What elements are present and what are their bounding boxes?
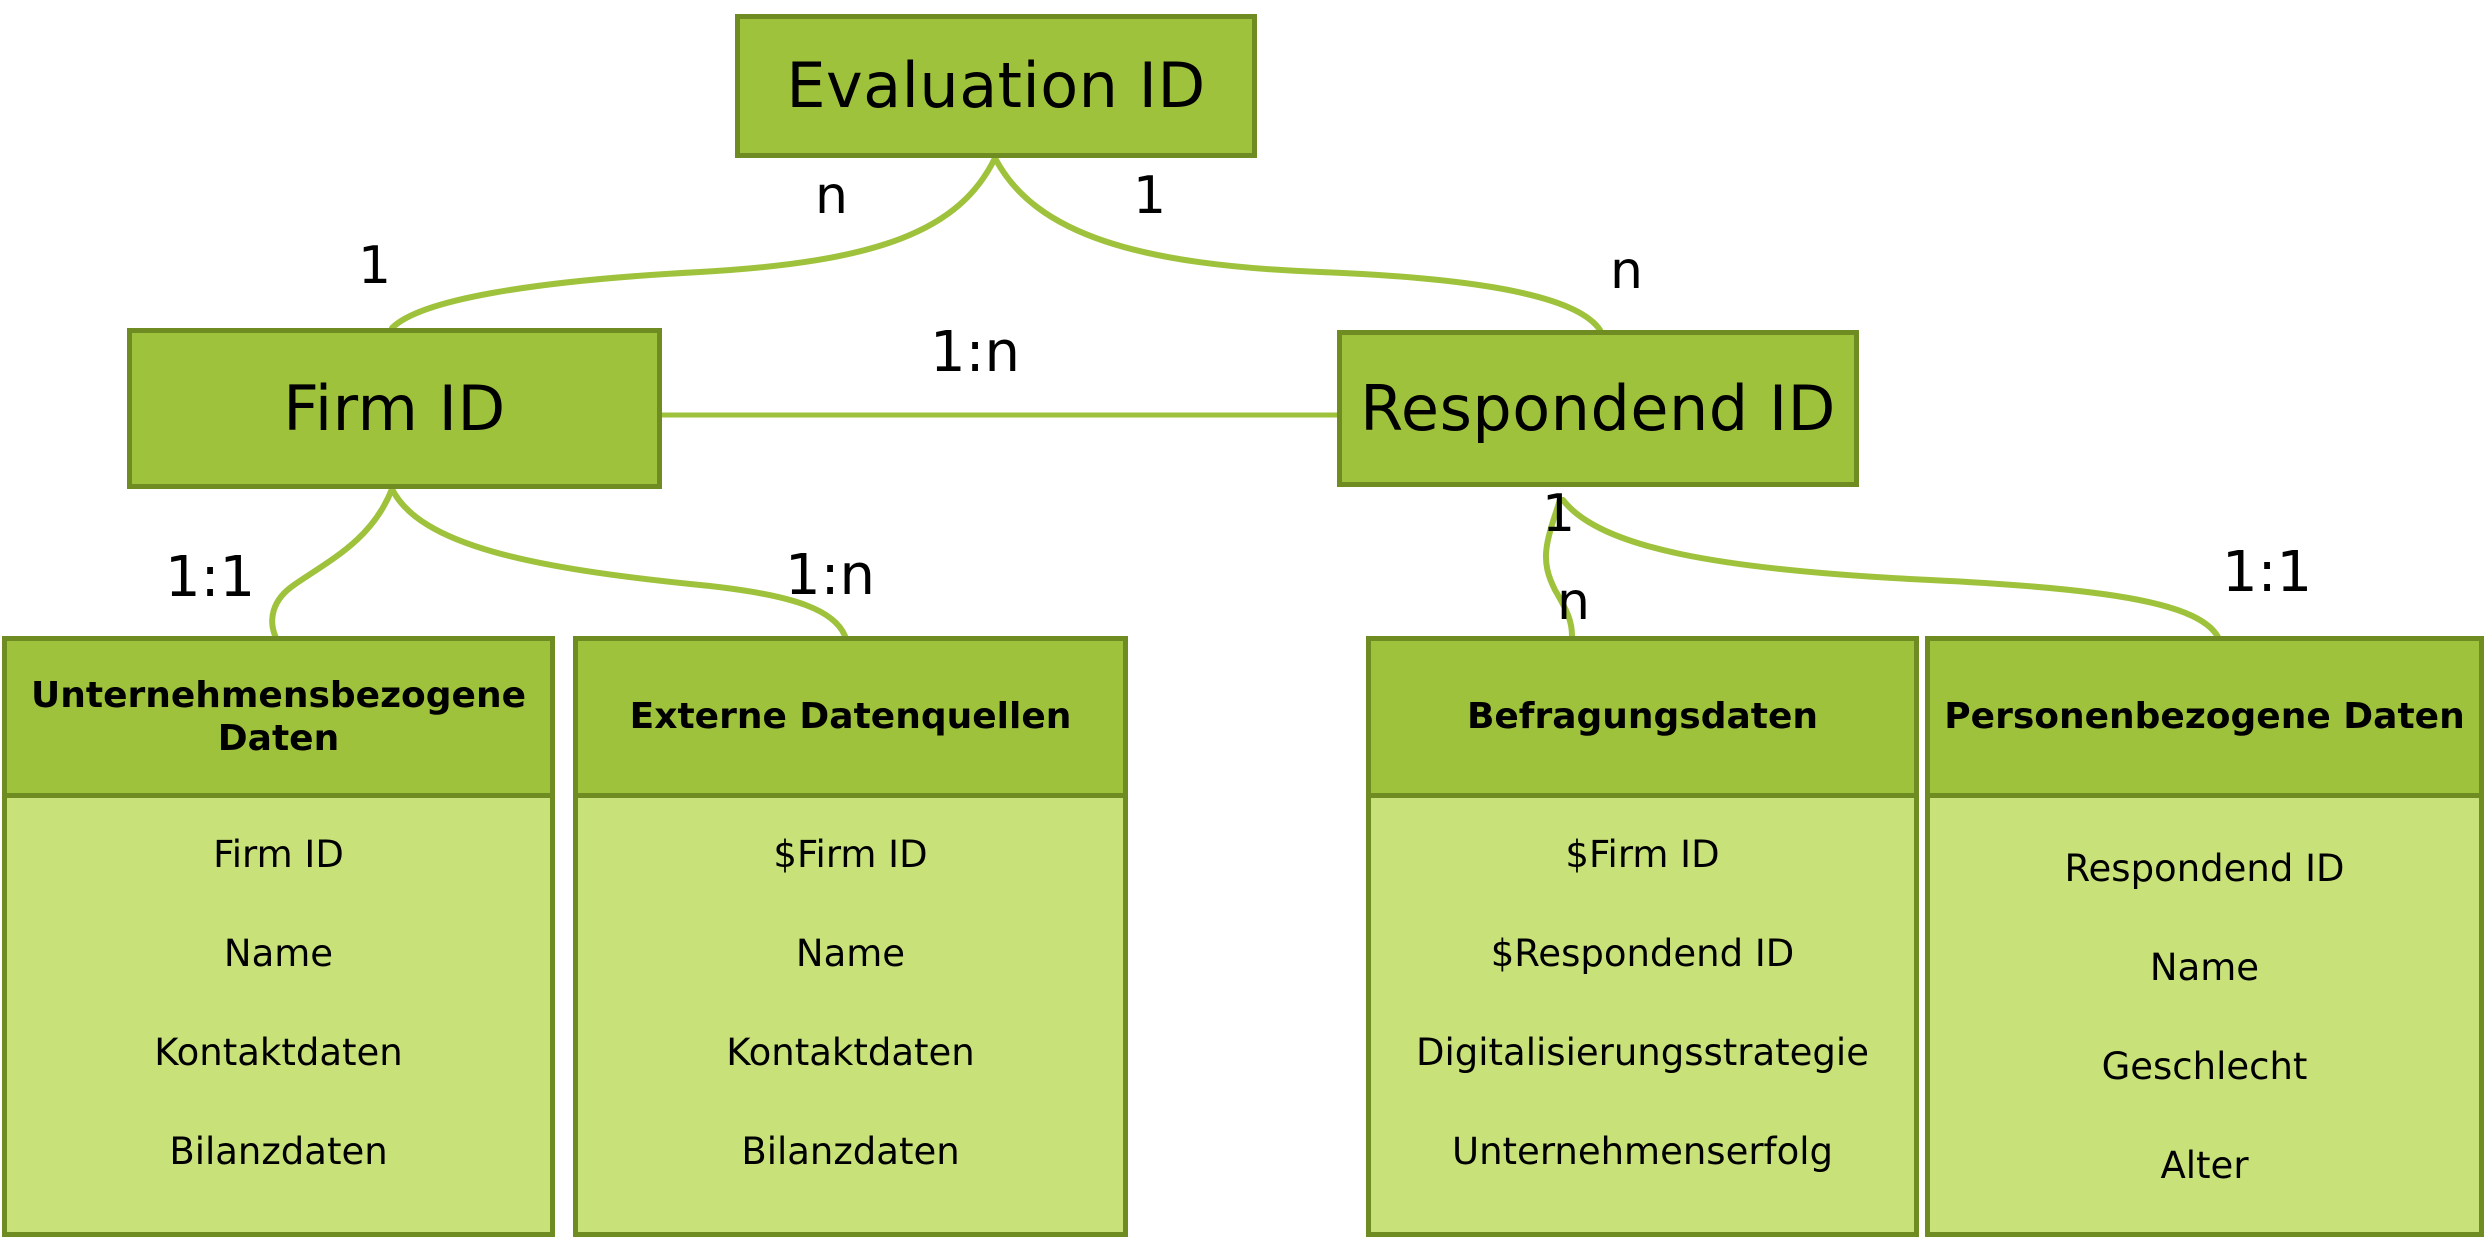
table-row: Name: [795, 932, 906, 975]
table-row: Unternehmenserfolg: [1452, 1130, 1833, 1173]
cardinality-respondend-top: n: [1610, 241, 1643, 301]
table-body-befragungsdaten: $Firm ID $Respondend ID Digitalisierungs…: [1371, 798, 1914, 1232]
edge-respondend-befragungsdaten: [1542, 497, 1575, 639]
table-row: $Firm ID: [773, 833, 928, 876]
table-row: Digitalisierungsstrategie: [1416, 1031, 1869, 1074]
table-body-personenbezogene-daten: Respondend ID Name Geschlecht Alter: [1930, 798, 2479, 1232]
entity-evaluation-id-label: Evaluation ID: [786, 49, 1206, 123]
table-row: Geschlecht: [2101, 1045, 2308, 1088]
table-body-unternehmensbezogene-daten: Firm ID Name Kontaktdaten Bilanzdaten: [7, 798, 550, 1232]
table-row: $Firm ID: [1565, 833, 1720, 876]
cardinality-respondend-befragungsdaten-one: 1: [1542, 484, 1576, 544]
edge-evaluation-respondend: [992, 155, 1603, 333]
table-header-personenbezogene-daten: Personenbezogene Daten: [1930, 641, 2479, 798]
edge-evaluation-firm: [389, 155, 998, 331]
edge-firm-externe: [389, 486, 848, 639]
table-row: Kontaktdaten: [154, 1031, 403, 1074]
cardinality-firm-top: 1: [358, 236, 392, 296]
cardinality-evaluation-right: 1: [1133, 166, 1167, 226]
table-header-unternehmensbezogene-daten: Unternehmensbezogene Daten: [7, 641, 550, 798]
table-row: Firm ID: [213, 833, 344, 876]
cardinality-firm-unternehmensbezogene: 1:1: [165, 545, 256, 610]
table-body-externe-datenquellen: $Firm ID Name Kontaktdaten Bilanzdaten: [578, 798, 1123, 1232]
table-row: Bilanzdaten: [169, 1130, 388, 1173]
table-row: Respondend ID: [2064, 847, 2345, 890]
table-row: Name: [2149, 946, 2260, 989]
entity-firm-id[interactable]: Firm ID: [127, 328, 662, 489]
table-row: Bilanzdaten: [741, 1130, 960, 1173]
entity-respondend-id[interactable]: Respondend ID: [1337, 330, 1859, 487]
table-row: $Respondend ID: [1490, 932, 1795, 975]
table-unternehmensbezogene-daten[interactable]: Unternehmensbezogene Daten Firm ID Name …: [2, 636, 555, 1237]
cardinality-firm-externe: 1:n: [785, 543, 875, 608]
entity-evaluation-id[interactable]: Evaluation ID: [735, 14, 1257, 158]
table-header-befragungsdaten: Befragungsdaten: [1371, 641, 1914, 798]
table-row: Kontaktdaten: [726, 1031, 975, 1074]
table-externe-datenquellen[interactable]: Externe Datenquellen $Firm ID Name Konta…: [573, 636, 1128, 1237]
table-row: Name: [223, 932, 334, 975]
table-befragungsdaten[interactable]: Befragungsdaten $Firm ID $Respondend ID …: [1366, 636, 1919, 1237]
entity-respondend-id-label: Respondend ID: [1360, 371, 1836, 445]
table-header-externe-datenquellen: Externe Datenquellen: [578, 641, 1123, 798]
table-personenbezogene-daten[interactable]: Personenbezogene Daten Respondend ID Nam…: [1925, 636, 2484, 1237]
table-row: Alter: [2160, 1144, 2249, 1187]
edge-firm-unternehmensbezogene: [269, 486, 395, 641]
entity-firm-id-label: Firm ID: [283, 371, 506, 445]
edge-respondend-personenbezogene: [1560, 497, 2221, 640]
cardinality-respondend-befragungsdaten-n: n: [1557, 572, 1590, 632]
cardinality-evaluation-left: n: [815, 166, 848, 226]
cardinality-respondend-personenbezogene: 1:1: [2222, 540, 2313, 605]
cardinality-firm-respondend: 1:n: [930, 320, 1020, 385]
